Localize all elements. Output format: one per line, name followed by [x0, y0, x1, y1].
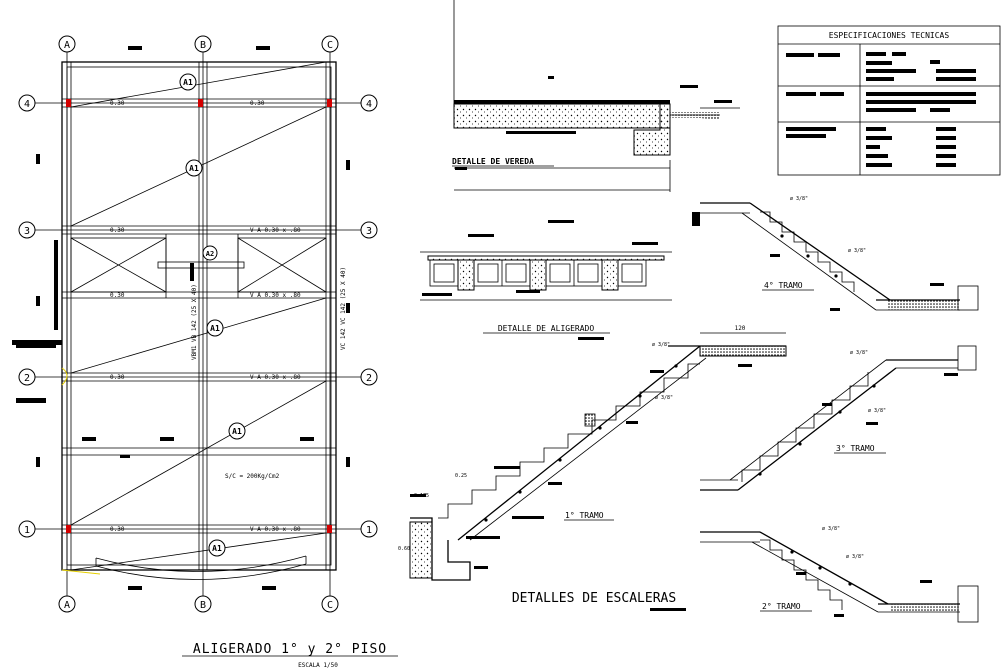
beam-labels: 0.30 0.30 0.30 V A 0.30 x .80 0.30 V A 0… [110, 100, 347, 533]
tramo-4-label: 4° TRAMO [764, 281, 803, 290]
stair-tramo-3: ø 3/8" ø 3/8" 3° TRAMO [700, 345, 977, 491]
beam-label-v3-left: 0.30 [110, 227, 125, 234]
axis-bubbles-right: 4 3 2 1 [360, 94, 378, 538]
slab-tag-3: A2 [206, 250, 214, 258]
axis-bubbles-bottom: A B C [58, 595, 339, 613]
tramo-2-label: 2° TRAMO [762, 602, 801, 611]
beam-label-v4-right: 0.30 [250, 100, 265, 107]
beam-label-v3b-left: 0.30 [110, 292, 125, 299]
axis-label-a-bottom: A [64, 600, 70, 611]
slab-diagonals [70, 61, 327, 571]
ramp [95, 555, 307, 580]
stair-tramo-1: 120 ø 3/8" ø 3/8" 0.25 0.175 0.60 1° TRA… [398, 325, 787, 581]
axis-label-3-right: 3 [366, 226, 372, 237]
axis-label-3-left: 3 [24, 226, 30, 237]
tramo-1-label: 1° TRAMO [565, 511, 604, 520]
axis-label-c-bottom: C [327, 600, 333, 611]
beam-label-v4-left: 0.30 [110, 100, 125, 107]
slab-tag-2: A1 [189, 164, 199, 173]
beam-label-v3b-right: V A 0.30 x .80 [250, 292, 301, 299]
tramo1-bar-label-2: ø 3/8" [655, 395, 673, 401]
axis-label-b-bottom: B [200, 600, 206, 611]
tramo4-bar-label-1: ø 3/8" [790, 196, 808, 202]
vereda-detail: DETALLE DE VEREDA [452, 0, 740, 192]
aligerado-title: DETALLE DE ALIGERADO [498, 324, 595, 333]
axis-label-1-left: 1 [24, 525, 30, 536]
axis-bubbles-left: 4 3 2 1 [18, 94, 36, 538]
tramo1-dim-a: 0.25 [455, 473, 467, 479]
slab-tag-1: A1 [183, 78, 193, 87]
axis-label-1-right: 1 [366, 525, 372, 536]
vertical-beam-label-right: VC 142 VC 142 (25 X 40) [340, 267, 347, 350]
vereda-title: DETALLE DE VEREDA [452, 157, 534, 166]
tramo1-dim-b: 0.175 [414, 493, 429, 499]
specs-table: ESPECIFICACIONES TECNICAS [777, 25, 1001, 176]
beam-label-v1-right: V A 0.30 x .80 [250, 526, 301, 533]
beam-label-v2-right: V A 0.30 x .80 [250, 374, 301, 381]
dim-120: 120 [735, 325, 746, 332]
slab-tag-5: A1 [232, 427, 242, 436]
tramo-3-label: 3° TRAMO [836, 444, 875, 453]
axis-label-c-top: C [327, 40, 333, 51]
beam-label-v2-left: 0.30 [110, 374, 125, 381]
tramo1-dim-c: 0.60 [398, 546, 410, 552]
tramo3-bar-label-1: ø 3/8" [850, 350, 868, 356]
stair-openings [70, 234, 327, 298]
beam-label-v1-left: 0.30 [110, 526, 125, 533]
axis-label-2-left: 2 [24, 373, 30, 384]
tramo2-bar-label-2: ø 3/8" [846, 554, 864, 560]
axis-label-a-top: A [64, 40, 70, 51]
aligerado-detail: DETALLE DE ALIGERADO [420, 220, 672, 340]
axis-grid-lines [35, 52, 361, 596]
stair-tramo-4: ø 3/8" ø 3/8" 4° TRAMO [692, 196, 979, 311]
tramo1-bar-label-1: ø 3/8" [652, 342, 670, 348]
slab-tag-6: A1 [212, 544, 222, 553]
stairs-title: DETALLES DE ESCALERAS [512, 591, 676, 606]
axis-label-4-left: 4 [24, 99, 30, 110]
axis-label-4-right: 4 [366, 99, 372, 110]
load-note: S/C = 200Kg/Cm2 [225, 473, 280, 480]
column-marks [66, 99, 332, 533]
stair-tramo-2: ø 3/8" ø 3/8" 2° TRAMO [700, 526, 979, 623]
tramo3-bar-label-2: ø 3/8" [868, 408, 886, 414]
floor-plan: A B C A B C 4 3 2 1 4 [12, 35, 398, 669]
slab-outline [61, 61, 337, 571]
axis-label-2-right: 2 [366, 373, 372, 384]
beam-label-v3-right: V A 0.30 x .80 [250, 227, 301, 234]
plan-scale: ESCALA 1/50 [298, 662, 338, 669]
axis-label-b-top: B [200, 40, 206, 51]
tramo2-bar-label-1: ø 3/8" [822, 526, 840, 532]
plan-title: ALIGERADO 1° y 2° PISO [193, 642, 387, 657]
tramo4-bar-label-2: ø 3/8" [848, 248, 866, 254]
axis-bubbles-top: A B C [58, 35, 339, 53]
slab-tags: A1 A1 A2 A1 A1 A1 [179, 73, 246, 557]
vertical-beam-label-left: VBM1 VB 142 (25 X 40) [191, 284, 198, 360]
specs-title: ESPECIFICACIONES TECNICAS [829, 31, 950, 40]
rebar-tags [12, 46, 350, 590]
slab-tag-4: A1 [210, 324, 220, 333]
